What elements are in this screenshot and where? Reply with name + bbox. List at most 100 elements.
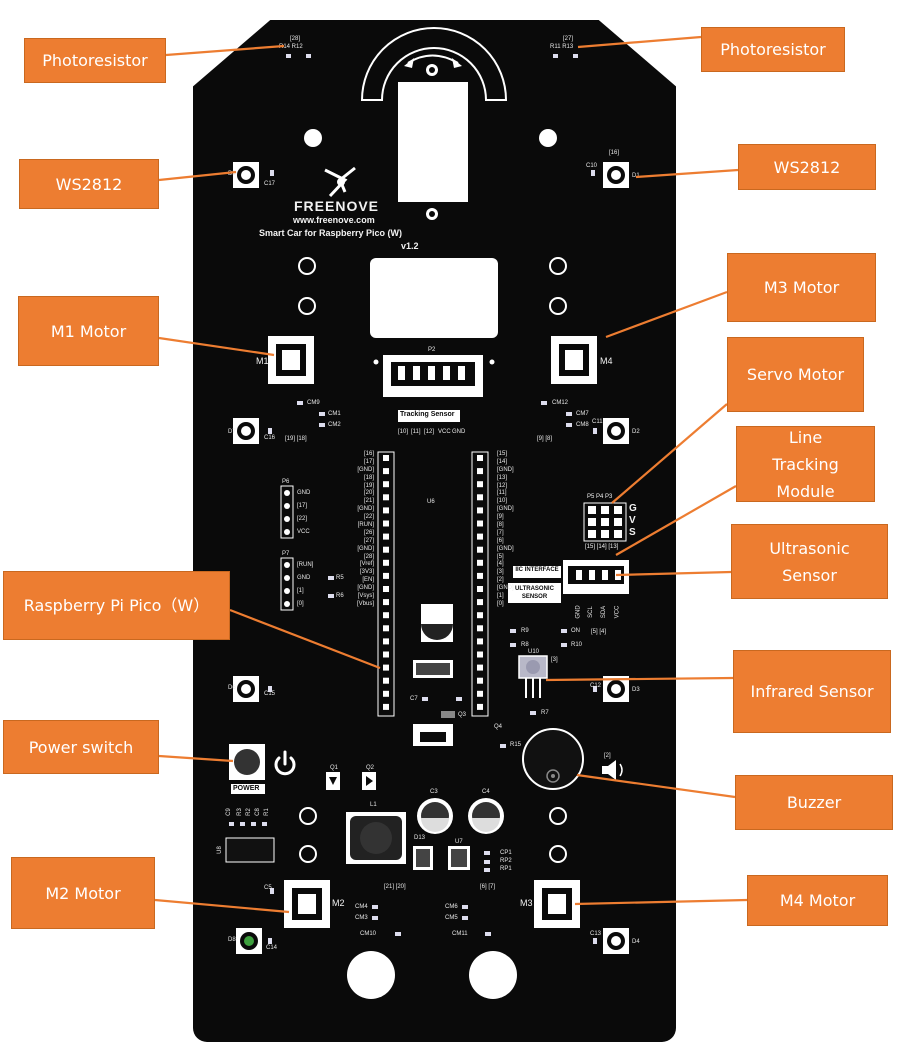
servo-s-label: S bbox=[629, 527, 636, 538]
ws2812-led-right-top-icon bbox=[603, 162, 629, 188]
r-row-2: R2 bbox=[245, 808, 252, 816]
right-pin-label: [3] bbox=[497, 569, 504, 576]
left-pin-label: [Vsys] bbox=[357, 593, 374, 600]
rp1-label: RP1 bbox=[500, 866, 512, 872]
led-label-d4: D4 bbox=[632, 939, 640, 945]
callout-infrared-sensor: Infrared Sensor bbox=[733, 650, 891, 733]
left-pin-label: [22] bbox=[363, 514, 374, 521]
cm-left-top-0: CM9 bbox=[307, 400, 320, 406]
power-symbol-icon bbox=[274, 750, 296, 776]
photo-right-num: [27] bbox=[563, 36, 574, 42]
right-pin-label: [14] bbox=[497, 458, 508, 465]
ws-right-num: [16] bbox=[609, 150, 620, 156]
led-label-c15: C15 bbox=[264, 691, 276, 697]
u10-label: U10 bbox=[528, 649, 540, 655]
left-pin-label: [18] bbox=[363, 474, 374, 481]
header-pad bbox=[383, 612, 389, 619]
callout-m1-motor: M1 Motor bbox=[18, 296, 159, 366]
right-pin-label: [10] bbox=[497, 498, 508, 505]
cm-left-bottom-0: CM4 bbox=[355, 904, 368, 910]
servo-g-label: G bbox=[629, 503, 637, 514]
right-pin-label: [12] bbox=[497, 482, 508, 489]
ultra-pin-0: GND bbox=[575, 605, 582, 619]
callout-ws2812-left: WS2812 bbox=[19, 159, 159, 209]
p7-pin: [0] bbox=[297, 601, 304, 607]
ultrasonic-connector-icon bbox=[563, 560, 629, 594]
ws2812-led-left-top-icon bbox=[233, 162, 259, 188]
right-pin-label: [0] bbox=[497, 600, 504, 607]
servo-header-pins bbox=[583, 502, 627, 542]
left-pin-label: [GND] bbox=[357, 506, 374, 513]
header-pad bbox=[477, 572, 483, 579]
ws2812-led-right-mid-icon bbox=[603, 418, 629, 444]
led-label-c12: C12 bbox=[590, 683, 602, 689]
callout-m4-motor: M4 Motor bbox=[747, 875, 888, 926]
r-row-4: R1 bbox=[263, 808, 270, 816]
led-label-c5: C5 bbox=[264, 885, 272, 891]
left-pin-label: [19] bbox=[363, 482, 374, 489]
rotate-arrow-icon bbox=[407, 54, 459, 64]
right-pin-label: [2] bbox=[497, 577, 504, 584]
right-pin-label: [GND] bbox=[497, 506, 514, 513]
pico-left-pin-labels: [16] [17] [GND] [18] [19] [20] [21] [GND… bbox=[338, 451, 374, 609]
led-label-c11: C11 bbox=[592, 419, 603, 425]
motor-connector-m4-icon bbox=[551, 336, 597, 384]
p7-pin: [1] bbox=[297, 588, 304, 594]
right-pin-label: [GND] bbox=[497, 585, 514, 592]
inductor-icon bbox=[346, 812, 406, 864]
p7-pin: GND bbox=[297, 575, 311, 581]
ws2812-led-left-bottom-icon bbox=[236, 928, 262, 954]
header-pad bbox=[383, 690, 389, 697]
p6-pin: [17] bbox=[297, 503, 308, 509]
header-pad bbox=[477, 520, 483, 527]
ws2812-led-right-low-icon bbox=[603, 676, 629, 702]
pico-right-pin-labels: [15] [14] [GND] [13] [12] [11] [10] [GND… bbox=[497, 451, 533, 609]
i2c-interface-label: IIC INTERFACE bbox=[515, 567, 559, 573]
header-pad bbox=[383, 520, 389, 527]
motor-label-m1: M1 bbox=[256, 356, 269, 366]
r5-label: R5 bbox=[336, 575, 344, 581]
c3-label: C3 bbox=[430, 789, 438, 795]
ir-pin-num: [3] bbox=[551, 657, 558, 663]
r9-label: R9 bbox=[521, 628, 529, 634]
header-pad bbox=[477, 677, 483, 684]
tracking-pin-0: [10] bbox=[398, 429, 409, 435]
right-pin-label: [11] bbox=[497, 490, 507, 497]
callout-m2-motor: M2 Motor bbox=[11, 857, 155, 929]
ultrasonic-sensor-label: ULTRASONIC SENSOR bbox=[515, 586, 554, 600]
motor-label-m4: M4 bbox=[600, 356, 613, 366]
right-pin-label: [GND] bbox=[497, 545, 514, 552]
header-pad bbox=[477, 664, 483, 671]
left-pin-label: [28] bbox=[363, 553, 374, 560]
left-pin-label: [RUN] bbox=[357, 522, 374, 529]
callout-m3-motor: M3 Motor bbox=[727, 253, 876, 322]
header-pad bbox=[477, 703, 483, 710]
header-pad bbox=[383, 586, 389, 592]
power-switch-icon bbox=[229, 744, 265, 794]
led-label-d8: D8 bbox=[228, 937, 236, 943]
header-pad bbox=[383, 651, 389, 658]
cm-right-top-2: CM8 bbox=[576, 422, 589, 428]
infrared-receiver-icon bbox=[518, 655, 548, 698]
led-label-d3: D3 bbox=[632, 687, 640, 693]
servo-header-label: P5 P4 P3 bbox=[587, 494, 613, 500]
freenove-logo-icon bbox=[324, 166, 356, 198]
left-pin-label: [EN] bbox=[362, 577, 374, 584]
led-label-d2: D2 bbox=[632, 429, 640, 435]
header-pad bbox=[477, 638, 483, 645]
p6-header bbox=[280, 485, 294, 539]
header-pad bbox=[477, 586, 483, 592]
cm-left-top-2: CM2 bbox=[328, 422, 341, 428]
servo-v-label: V bbox=[629, 515, 636, 526]
led-label-d7: D7 bbox=[228, 429, 236, 435]
header-pad bbox=[477, 533, 483, 540]
callout-servo-motor: Servo Motor bbox=[727, 337, 864, 412]
brand-website: www.freenove.com bbox=[293, 215, 375, 225]
led-label-d5: D5 bbox=[228, 171, 236, 177]
p6-pin: [22] bbox=[297, 516, 308, 522]
motor-connector-m1-icon bbox=[268, 336, 314, 384]
motor-connector-m3-icon bbox=[534, 880, 580, 928]
ultra-sub-pins: [5] [4] bbox=[591, 629, 607, 635]
c7-label: C7 bbox=[410, 696, 418, 702]
led-label-c10: C10 bbox=[586, 163, 598, 169]
